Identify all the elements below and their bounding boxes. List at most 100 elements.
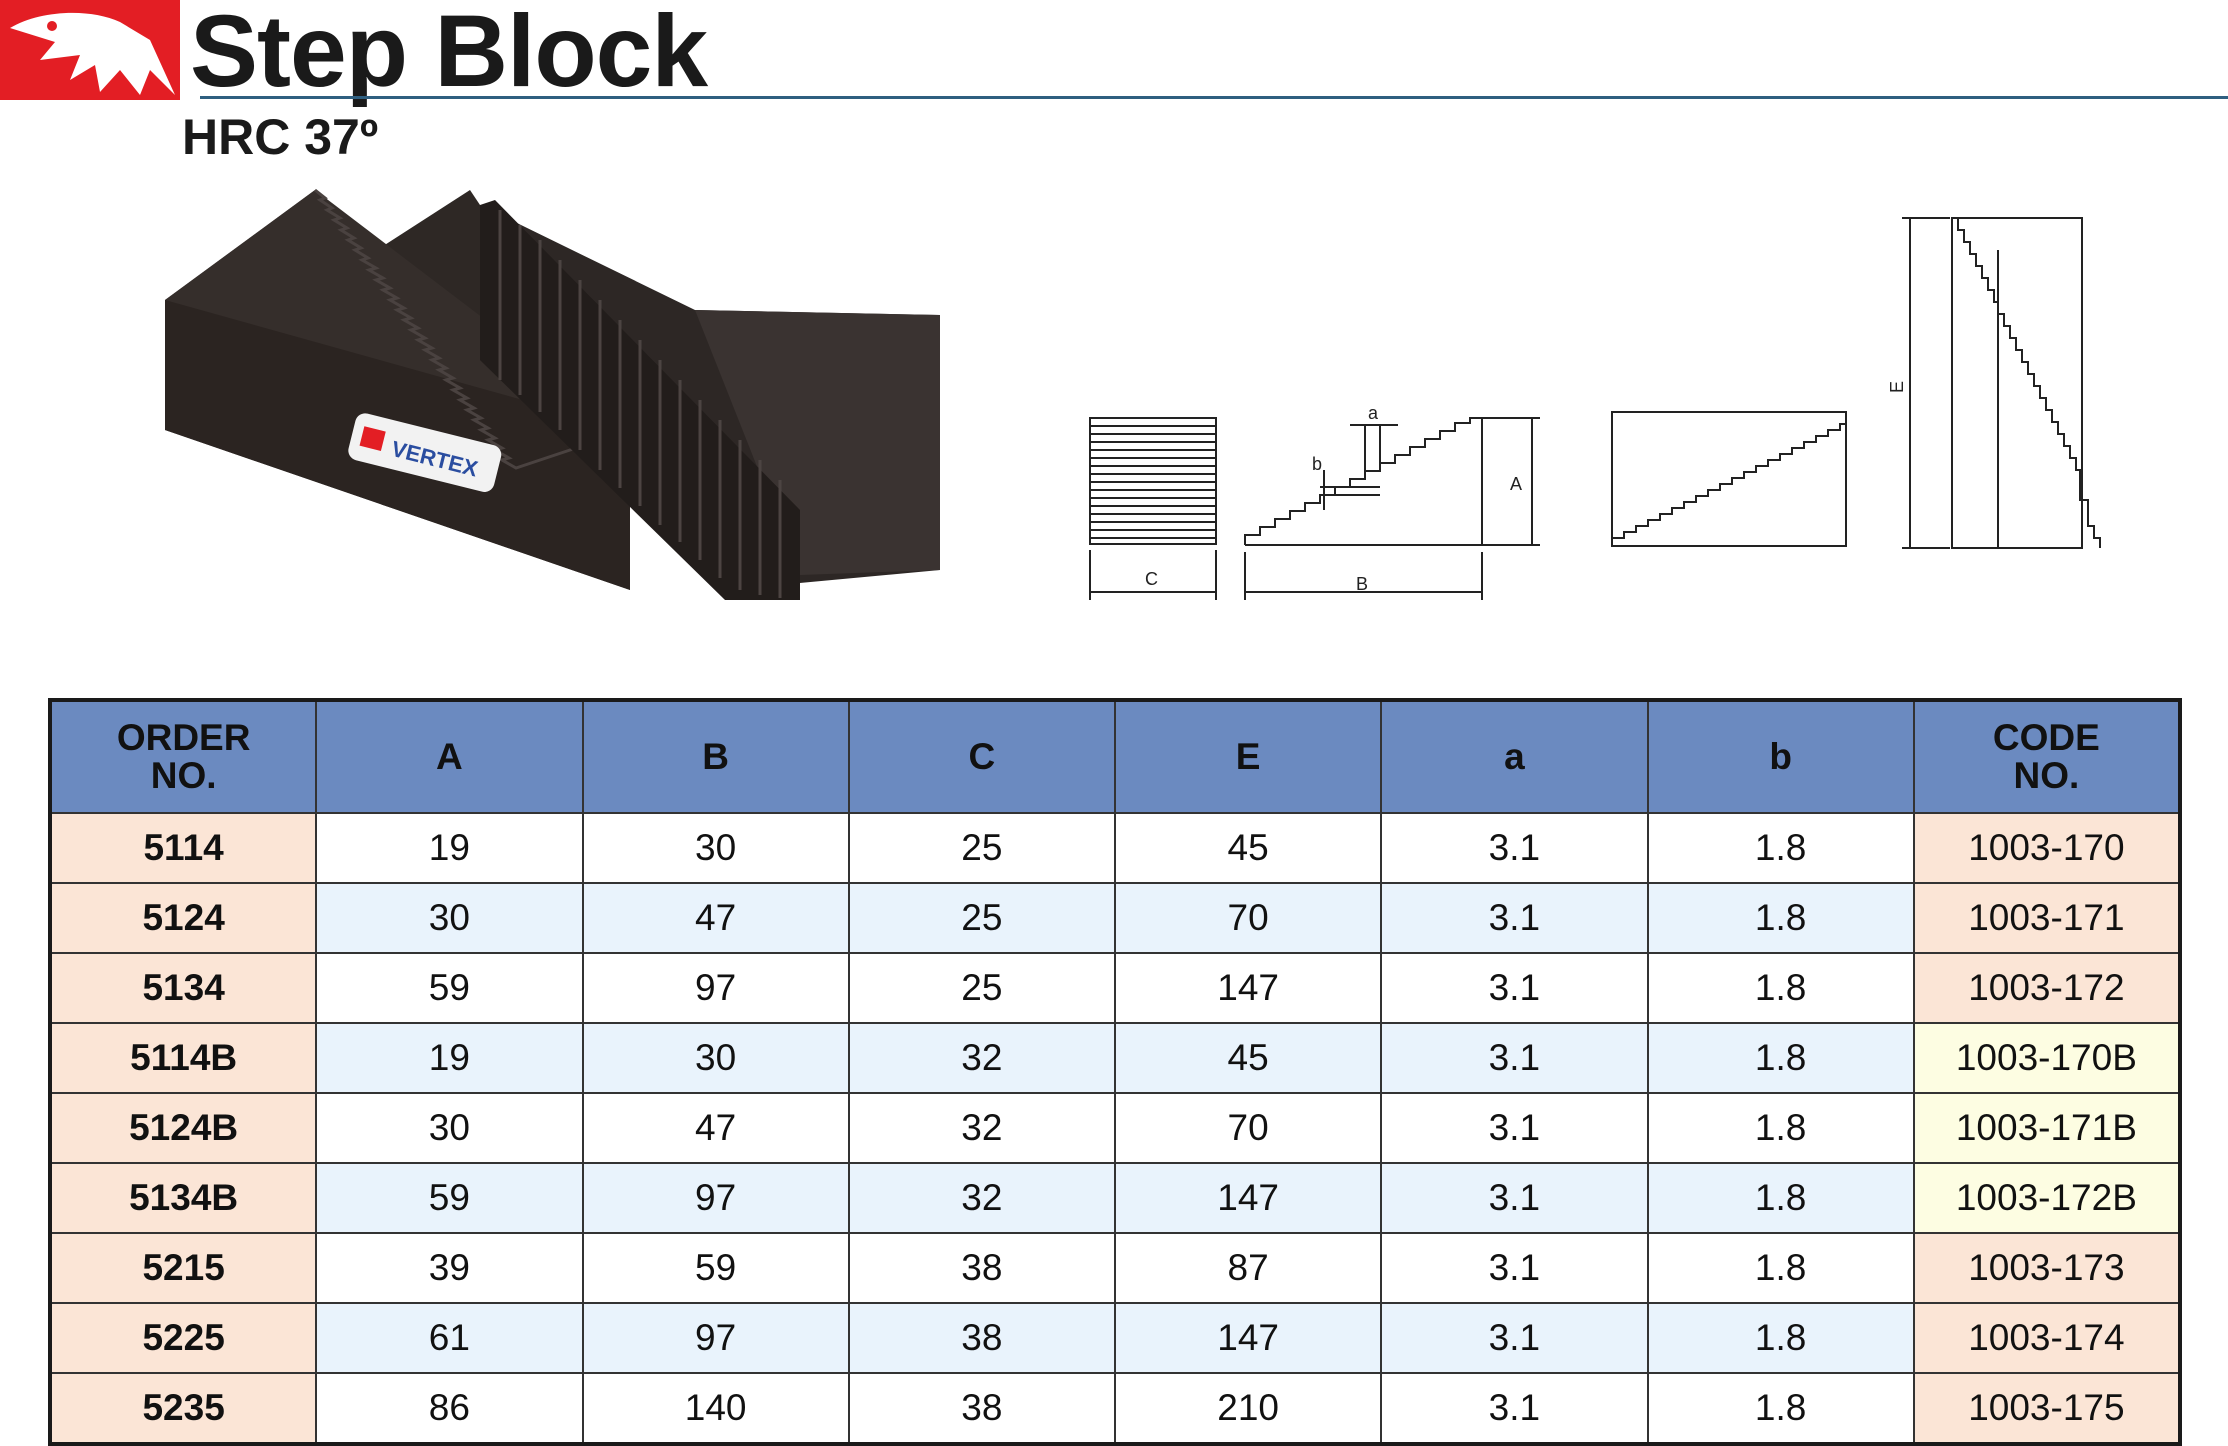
dimension-cell-A: 59 — [315, 1162, 584, 1234]
order-number-cell: 5134 — [48, 952, 318, 1024]
dimension-cell-C: 32 — [847, 1022, 1117, 1094]
dimension-cell-a: 3.1 — [1380, 952, 1649, 1024]
dimension-cell-b: 1.8 — [1646, 1372, 1915, 1445]
dimension-cell-E: 45 — [1113, 1022, 1383, 1094]
column-header: B — [581, 699, 850, 814]
column-header: C — [847, 699, 1117, 814]
dimension-cell-E: 147 — [1113, 952, 1383, 1024]
dimension-cell-B: 47 — [581, 882, 850, 954]
dimension-cell-A: 30 — [315, 1092, 584, 1164]
dim-label-b: B — [1356, 574, 1368, 594]
dimension-cell-B: 97 — [581, 952, 850, 1024]
dimension-cell-a: 3.1 — [1380, 1232, 1649, 1304]
dimension-cell-C: 25 — [847, 882, 1117, 954]
code-number-cell: 1003-171 — [1912, 882, 2182, 954]
order-number-cell: 5235 — [48, 1372, 318, 1445]
dimension-cell-b: 1.8 — [1646, 1302, 1915, 1374]
dim-label-c: C — [1145, 569, 1158, 589]
dimension-cell-B: 140 — [581, 1372, 850, 1445]
dimension-cell-b: 1.8 — [1646, 882, 1915, 954]
code-number-cell: 1003-172 — [1912, 952, 2182, 1024]
dimension-cell-b: 1.8 — [1646, 1162, 1915, 1234]
dimension-cell-A: 19 — [315, 812, 584, 884]
dim-label-a-small: a — [1368, 403, 1379, 423]
dimension-cell-A: 61 — [315, 1302, 584, 1374]
column-header: b — [1646, 699, 1915, 814]
title-rule — [200, 96, 2228, 99]
dimension-cell-a: 3.1 — [1380, 1092, 1649, 1164]
dimension-cell-A: 19 — [315, 1022, 584, 1094]
dimension-cell-E: 147 — [1113, 1302, 1383, 1374]
dimension-cell-B: 47 — [581, 1092, 850, 1164]
order-number-cell: 5134B — [48, 1162, 318, 1234]
dimension-cell-B: 30 — [581, 812, 850, 884]
dimension-cell-E: 147 — [1113, 1162, 1383, 1234]
dimension-cell-C: 38 — [847, 1302, 1117, 1374]
order-number-cell: 5114 — [48, 812, 318, 884]
dimension-cell-A: 30 — [315, 882, 584, 954]
product-photo: VERTEX — [165, 188, 940, 600]
code-number-cell: 1003-175 — [1912, 1372, 2182, 1445]
dimension-cell-B: 97 — [581, 1302, 850, 1374]
column-header: A — [315, 699, 584, 814]
page-title: Step Block — [190, 0, 708, 108]
dimension-cell-b: 1.8 — [1646, 1092, 1915, 1164]
dimension-cell-E: 87 — [1113, 1232, 1383, 1304]
dimension-cell-C: 25 — [847, 952, 1117, 1024]
column-header: E — [1113, 699, 1383, 814]
code-number-cell: 1003-173 — [1912, 1232, 2182, 1304]
dimension-cell-C: 25 — [847, 812, 1117, 884]
dimension-cell-A: 39 — [315, 1232, 584, 1304]
column-header: a — [1380, 699, 1649, 814]
order-number-cell: 5124B — [48, 1092, 318, 1164]
dim-label-b-small: b — [1312, 454, 1322, 474]
dimension-cell-b: 1.8 — [1646, 1232, 1915, 1304]
dimension-cell-B: 30 — [581, 1022, 850, 1094]
order-number-cell: 5124 — [48, 882, 318, 954]
order-number-cell: 5114B — [48, 1022, 318, 1094]
dimension-cell-a: 3.1 — [1380, 1162, 1649, 1234]
technical-drawing-stacked: E — [1887, 217, 2101, 549]
technical-drawing-front: C B a b A — [1089, 403, 1540, 600]
dimension-cell-a: 3.1 — [1380, 1022, 1649, 1094]
brand-logo — [0, 0, 180, 100]
order-number-cell: 5225 — [48, 1302, 318, 1374]
order-number-cell: 5215 — [48, 1232, 318, 1304]
dimension-cell-A: 59 — [315, 952, 584, 1024]
dimension-cell-a: 3.1 — [1380, 1372, 1649, 1445]
dimension-cell-B: 59 — [581, 1232, 850, 1304]
dimension-cell-B: 97 — [581, 1162, 850, 1234]
code-number-cell: 1003-174 — [1912, 1302, 2182, 1374]
code-number-cell: 1003-170B — [1912, 1022, 2182, 1094]
dimension-cell-E: 45 — [1113, 812, 1383, 884]
dimension-cell-a: 3.1 — [1380, 1302, 1649, 1374]
code-number-cell: 1003-171B — [1912, 1092, 2182, 1164]
dimension-cell-E: 70 — [1113, 882, 1383, 954]
dim-label-e: E — [1887, 381, 1907, 393]
dimension-cell-C: 32 — [847, 1092, 1117, 1164]
dimension-cell-C: 38 — [847, 1372, 1117, 1445]
dim-label-a: A — [1510, 474, 1522, 494]
dimension-cell-b: 1.8 — [1646, 1022, 1915, 1094]
page-subtitle: HRC 37º — [182, 109, 379, 165]
dimension-cell-C: 38 — [847, 1232, 1117, 1304]
dimension-cell-E: 210 — [1113, 1372, 1383, 1445]
dimension-cell-A: 86 — [315, 1372, 584, 1445]
code-number-cell: 1003-172B — [1912, 1162, 2182, 1234]
dimension-cell-a: 3.1 — [1380, 882, 1649, 954]
dimension-cell-b: 1.8 — [1646, 812, 1915, 884]
dimension-cell-C: 32 — [847, 1162, 1117, 1234]
